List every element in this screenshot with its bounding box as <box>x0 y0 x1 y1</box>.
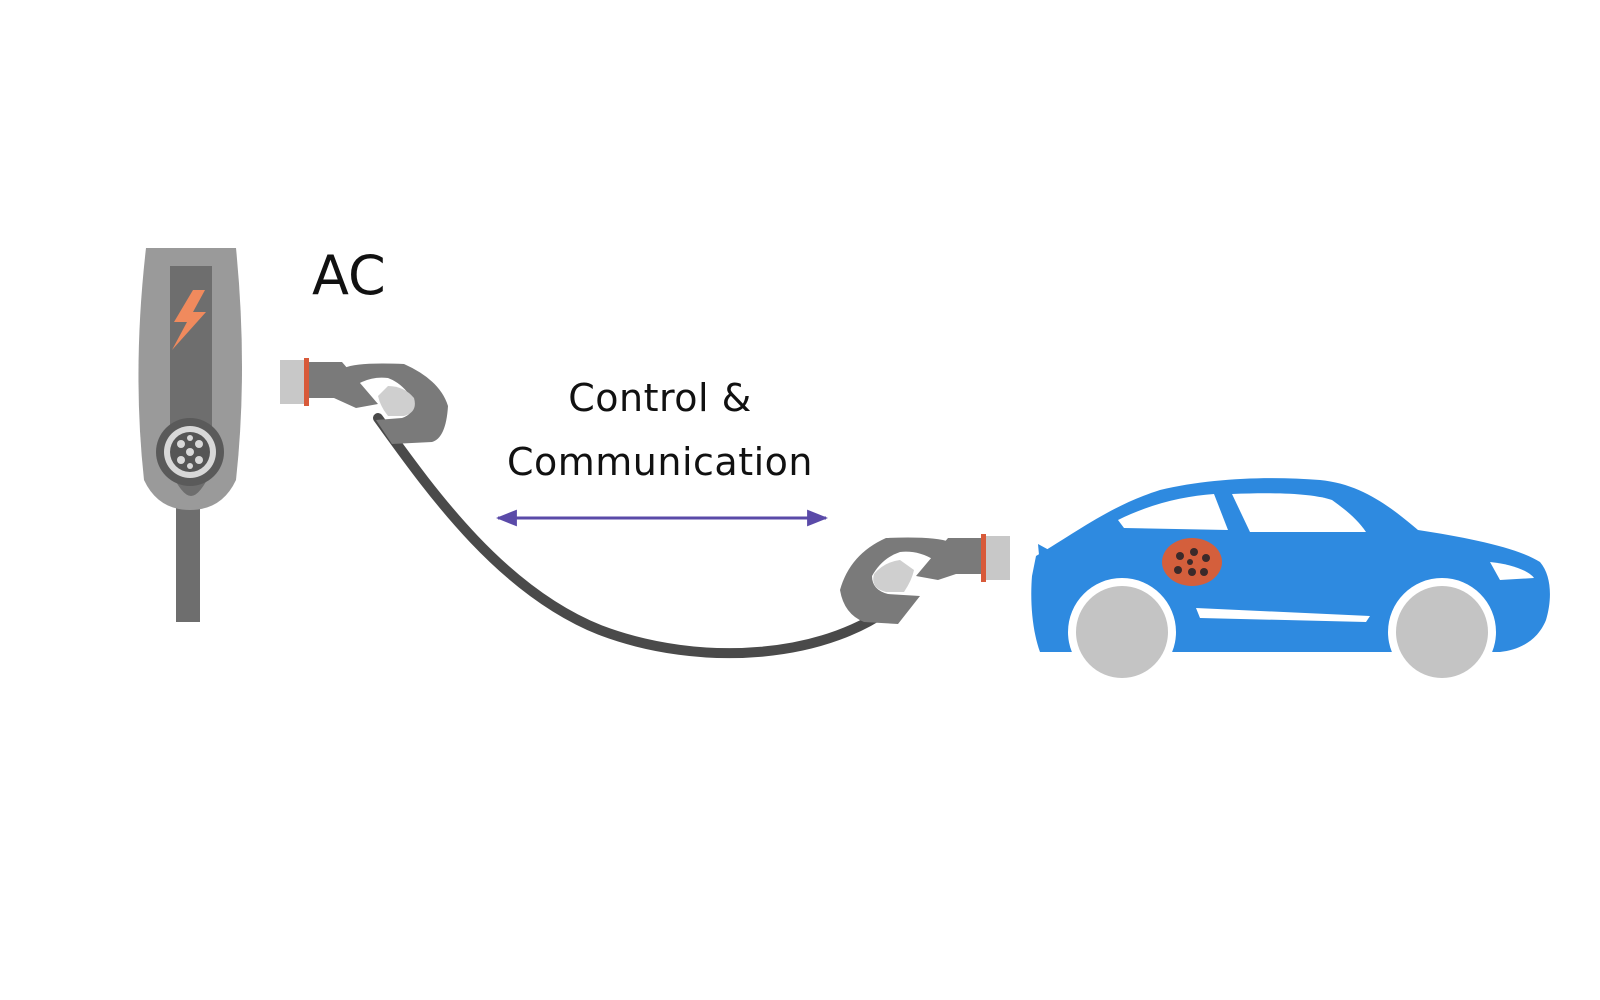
car-charging-inlet-icon <box>1162 538 1222 586</box>
ev-charging-station-icon <box>138 248 242 510</box>
car-rear-wheel <box>1068 578 1176 686</box>
car-front-wheel <box>1388 578 1496 686</box>
charging-plug-icon <box>280 358 448 444</box>
power-type-label: AC <box>312 244 386 307</box>
car-side-line <box>1196 608 1370 622</box>
car-front-window <box>1232 493 1366 532</box>
charger-pole <box>176 490 200 622</box>
control-communication-label: Control & Communication <box>480 366 840 494</box>
charging-cable <box>373 413 905 659</box>
charging-plug-icon <box>840 534 1010 624</box>
charger-socket-icon <box>156 418 224 486</box>
car-headlight <box>1490 562 1534 580</box>
control-communication-line-1: Control & <box>568 376 752 420</box>
lightning-bolt-icon <box>172 290 206 350</box>
electric-car-icon <box>1031 478 1550 686</box>
control-communication-line-2: Communication <box>506 440 813 484</box>
car-rear-window <box>1118 494 1228 530</box>
